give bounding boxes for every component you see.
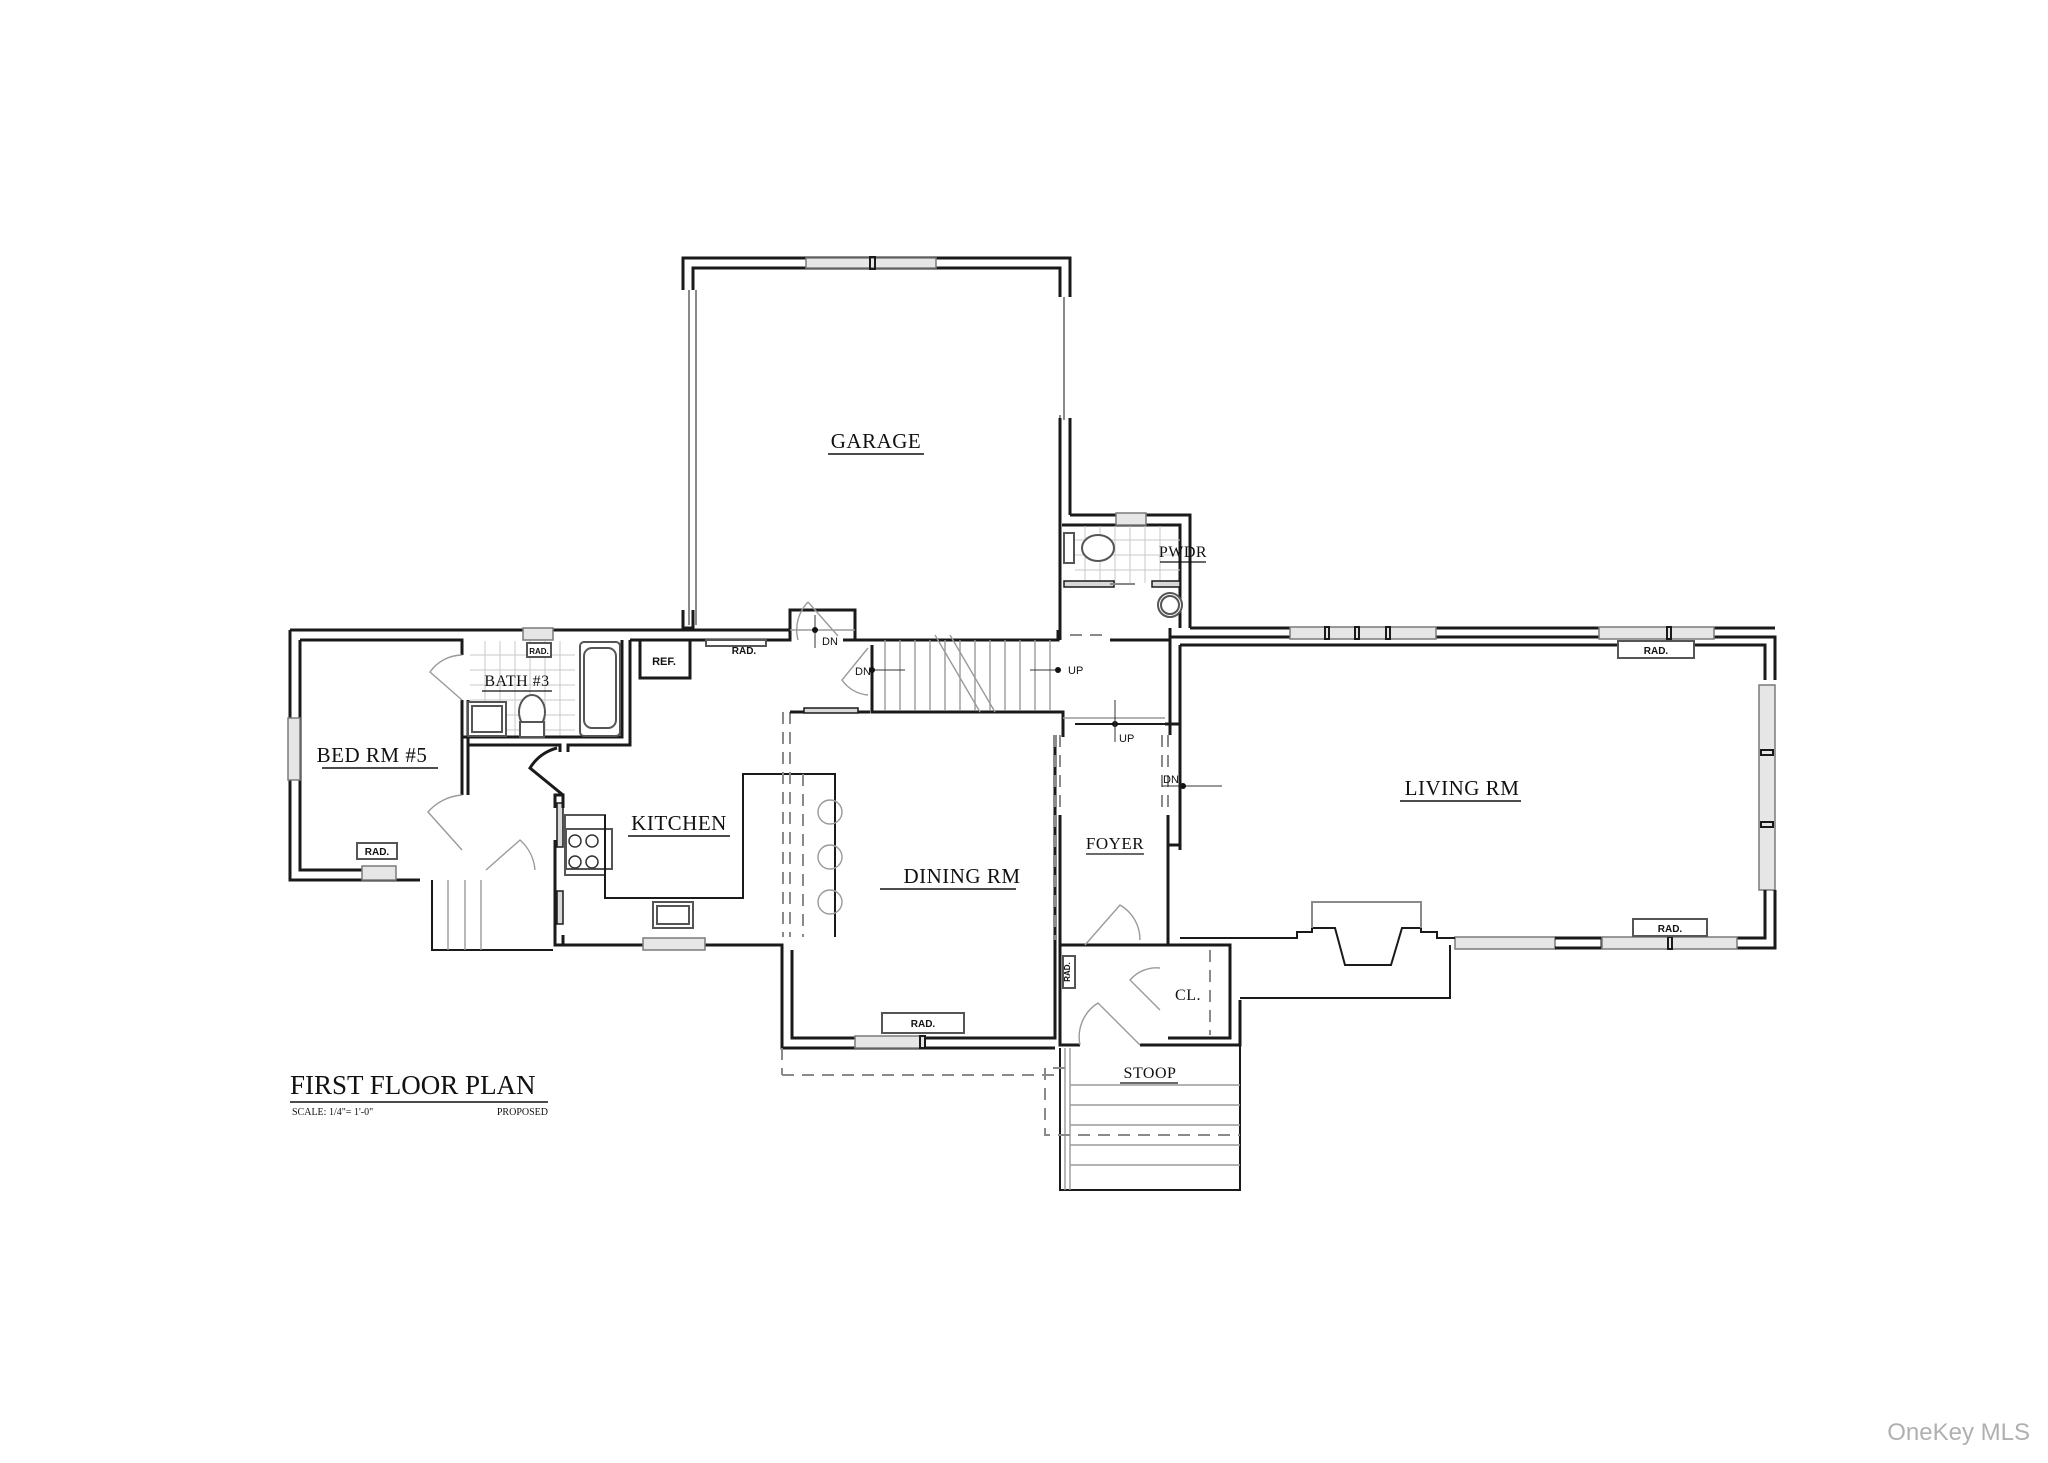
foyer: UP DN: [1058, 700, 1222, 947]
stoop: [1044, 1045, 1241, 1191]
title-block: FIRST FLOOR PLAN SCALE: 1/4"= 1'-0" PROP…: [290, 1070, 548, 1118]
room-label-closet: CL.: [1175, 987, 1201, 1004]
room-label-bed5: BED RM #5: [317, 743, 428, 767]
stairs-up-label-2: UP: [1119, 733, 1134, 745]
garage-walls: [681, 256, 1072, 640]
powder-room: [1062, 512, 1192, 628]
rad-bath3: RAD.: [529, 647, 549, 656]
bedroom-5: RAD.: [287, 628, 683, 882]
room-label-kitchen: KITCHEN: [631, 811, 727, 835]
main-staircase: DN DN UP: [788, 601, 1172, 737]
plan-title: FIRST FLOOR PLAN: [290, 1070, 536, 1100]
stairs-dn-label-1: DN: [822, 636, 838, 648]
rad-dining: RAD.: [911, 1019, 936, 1030]
side-stairs: [431, 839, 553, 951]
stairs-dn-label-2: DN: [855, 666, 871, 678]
rad-entry: RAD.: [1063, 962, 1072, 982]
dining-room: RAD.: [780, 735, 1061, 1150]
ref-label: REF.: [652, 656, 676, 668]
room-label-foyer: FOYER: [1086, 834, 1144, 853]
stairs-up-label-1: UP: [1068, 665, 1083, 677]
living-room: RAD. RAD.: [1168, 626, 1777, 999]
rad-living-bottom: RAD.: [1658, 924, 1683, 935]
room-label-living: LIVING RM: [1405, 776, 1520, 800]
kitchen: REF. RAD.: [528, 628, 843, 951]
rad-bed5: RAD.: [365, 847, 390, 858]
room-label-pwdr: PWDR: [1159, 544, 1207, 561]
entry-closet: RAD.: [1058, 943, 1242, 1047]
room-label-garage: GARAGE: [831, 429, 922, 453]
room-label-stoop: STOOP: [1124, 1065, 1177, 1082]
watermark: OneKey MLS: [1887, 1419, 2030, 1446]
bath-3: RAD.: [462, 627, 632, 752]
foyer-dn-label: DN: [1163, 774, 1179, 786]
room-label-bath3: BATH #3: [484, 673, 549, 690]
plan-scale: SCALE: 1/4"= 1'-0": [292, 1107, 373, 1118]
room-label-dining: DINING RM: [903, 864, 1020, 888]
plan-status: PROPOSED: [497, 1107, 548, 1118]
rad-kitchen: RAD.: [732, 646, 757, 657]
rad-living-top: RAD.: [1644, 646, 1669, 657]
